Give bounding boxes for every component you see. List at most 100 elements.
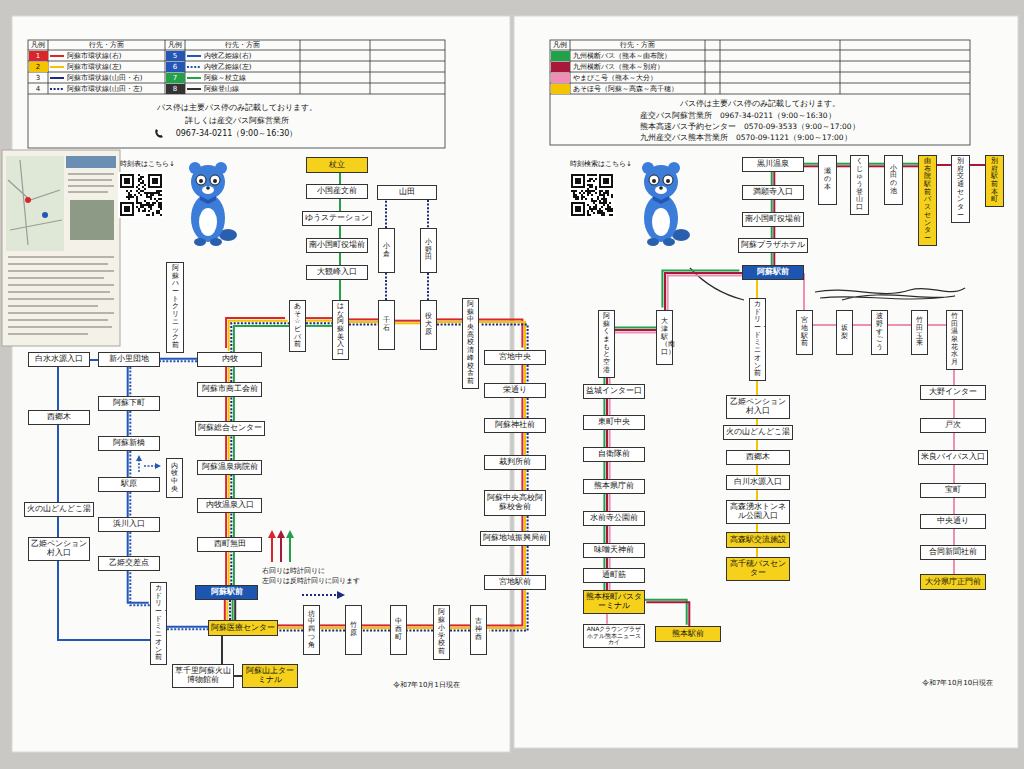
stop-name: 内牧	[222, 355, 238, 364]
route-stroke	[609, 399, 611, 415]
route-line	[226, 552, 234, 585]
stop-name: カドリー・ドミニオン前	[155, 585, 162, 662]
stop-name: 阿蘇神社前	[495, 421, 535, 430]
bus-stop-box: 戸次	[920, 418, 986, 433]
route-stroke	[527, 470, 529, 490]
route-stroke	[339, 173, 341, 184]
note-text: バス停は主要バス停のみ記載しております。	[28, 103, 445, 113]
route-stroke	[837, 163, 850, 165]
stop-name: 中西町	[395, 618, 402, 641]
stop-name: 自衛隊前	[598, 450, 630, 459]
route-line	[450, 625, 470, 630]
date-note: 令和7年10月10日現在	[922, 679, 993, 687]
terminal-box: 熊本桜町バスターミナル	[583, 590, 645, 614]
route-stroke	[521, 398, 523, 418]
route-stroke	[603, 526, 605, 543]
bus-stop-box: 南小国町役場前	[306, 238, 368, 253]
route-stroke	[437, 318, 462, 320]
route-stroke	[127, 367, 129, 396]
route-stroke	[167, 626, 208, 628]
legend-number: 7	[165, 74, 185, 82]
route-stroke	[230, 552, 232, 585]
route-line	[903, 164, 918, 167]
line-sample	[50, 64, 64, 70]
terminal-box: 熊本駅前	[655, 626, 721, 642]
route-stroke	[521, 470, 523, 490]
route-stroke	[756, 440, 758, 450]
bus-stop-box: 阿蘇神社前	[484, 418, 546, 433]
bus-stop-box: 竹田温泉花水月	[946, 310, 963, 370]
route-stroke	[278, 627, 303, 629]
route-stroke	[953, 498, 955, 514]
bus-stop-box: 古神西	[470, 605, 487, 655]
stop-name: 大野インター	[929, 388, 977, 397]
route-stroke	[233, 367, 235, 382]
route-stroke	[953, 433, 955, 450]
bus-stop-box: 米良バイパス入口	[918, 450, 988, 465]
route-line	[604, 494, 609, 511]
route-stroke	[225, 513, 227, 537]
direction-note: 左回りは反時計回りに回ります	[262, 577, 360, 585]
route-stroke	[606, 526, 608, 543]
route-stroke	[609, 462, 611, 479]
route-stroke	[129, 411, 131, 436]
route-stroke	[615, 326, 656, 328]
legend-text: あそほ号（阿蘇～高森～高千穂）	[573, 85, 678, 93]
legend-swatch	[551, 62, 571, 73]
route-line	[772, 200, 775, 212]
legend-text: 九州横断バス（熊本～別府）	[573, 63, 664, 71]
route-stroke	[521, 433, 523, 455]
stop-name: 阿蘇ハートクリニック前	[172, 265, 179, 350]
legend-number: 1	[28, 52, 48, 60]
legend-text: 阿蘇市環状線(山田・左)	[67, 85, 142, 93]
terminal-box: 別府駅前本町	[985, 155, 1004, 207]
route-line	[58, 561, 150, 640]
route-stroke	[603, 494, 605, 511]
route-stroke	[230, 397, 232, 421]
route-line	[395, 321, 420, 324]
route-stroke	[233, 475, 235, 498]
stop-name: 乙姫交差点	[109, 559, 149, 568]
stop-name: 竹原	[350, 622, 357, 637]
stop-name: 阿蘇山上ターミナル	[245, 667, 295, 684]
stop-name: 内牧温泉入口	[206, 501, 254, 510]
route-stroke	[362, 627, 390, 629]
route-line	[644, 600, 690, 628]
route-stroke	[490, 593, 528, 631]
stop-name: 駅原	[121, 480, 137, 489]
bus-stop-box: 大観峰入口	[306, 265, 368, 280]
stop-name: 別府交通センター	[957, 158, 964, 220]
route-stroke	[668, 276, 745, 313]
terminal-box: 高森駅交流施設	[726, 532, 790, 548]
stop-name: 東町中央	[598, 418, 630, 427]
route-stroke	[233, 436, 235, 460]
bus-stop-box: 阿蘇中央高校阿蘇校舎前	[484, 490, 546, 516]
route-stroke	[609, 430, 611, 447]
route-stroke	[937, 164, 951, 166]
route-stroke	[773, 253, 775, 265]
stop-name: 宮地駅前	[801, 317, 808, 348]
bus-stop-box: 阿蘇下町	[98, 396, 160, 411]
route-stroke	[773, 172, 775, 185]
route-stroke	[129, 451, 131, 477]
route-stroke	[127, 411, 129, 436]
bus-stop-box: 水前寺公園前	[583, 511, 645, 526]
stop-name: 竹田玉来	[916, 317, 923, 348]
route-stroke	[603, 558, 605, 568]
stop-name: はな阿蘇美入口	[337, 303, 344, 357]
stop-name: 益城インター口	[586, 387, 642, 396]
route-stroke	[349, 321, 378, 323]
legend-table	[550, 40, 970, 145]
bus-stop-box: 中央通り	[920, 514, 986, 529]
legend-text: 阿蘇市環状線(山田・右)	[67, 74, 142, 82]
bus-stop-box: 宮地中央	[484, 350, 546, 365]
route-stroke	[615, 329, 656, 331]
route-stroke	[233, 397, 235, 421]
stop-name: 黒川温泉	[757, 160, 789, 169]
phone-number: 熊本高速バス予約センター 0570-09-3533（9:00～17:00）	[640, 122, 860, 131]
route-line	[167, 627, 208, 630]
route-stroke	[603, 583, 605, 590]
route-stroke	[231, 323, 290, 353]
bus-stop-box: 阿蘇ハートクリニック前	[166, 262, 184, 353]
route-line	[604, 558, 609, 568]
